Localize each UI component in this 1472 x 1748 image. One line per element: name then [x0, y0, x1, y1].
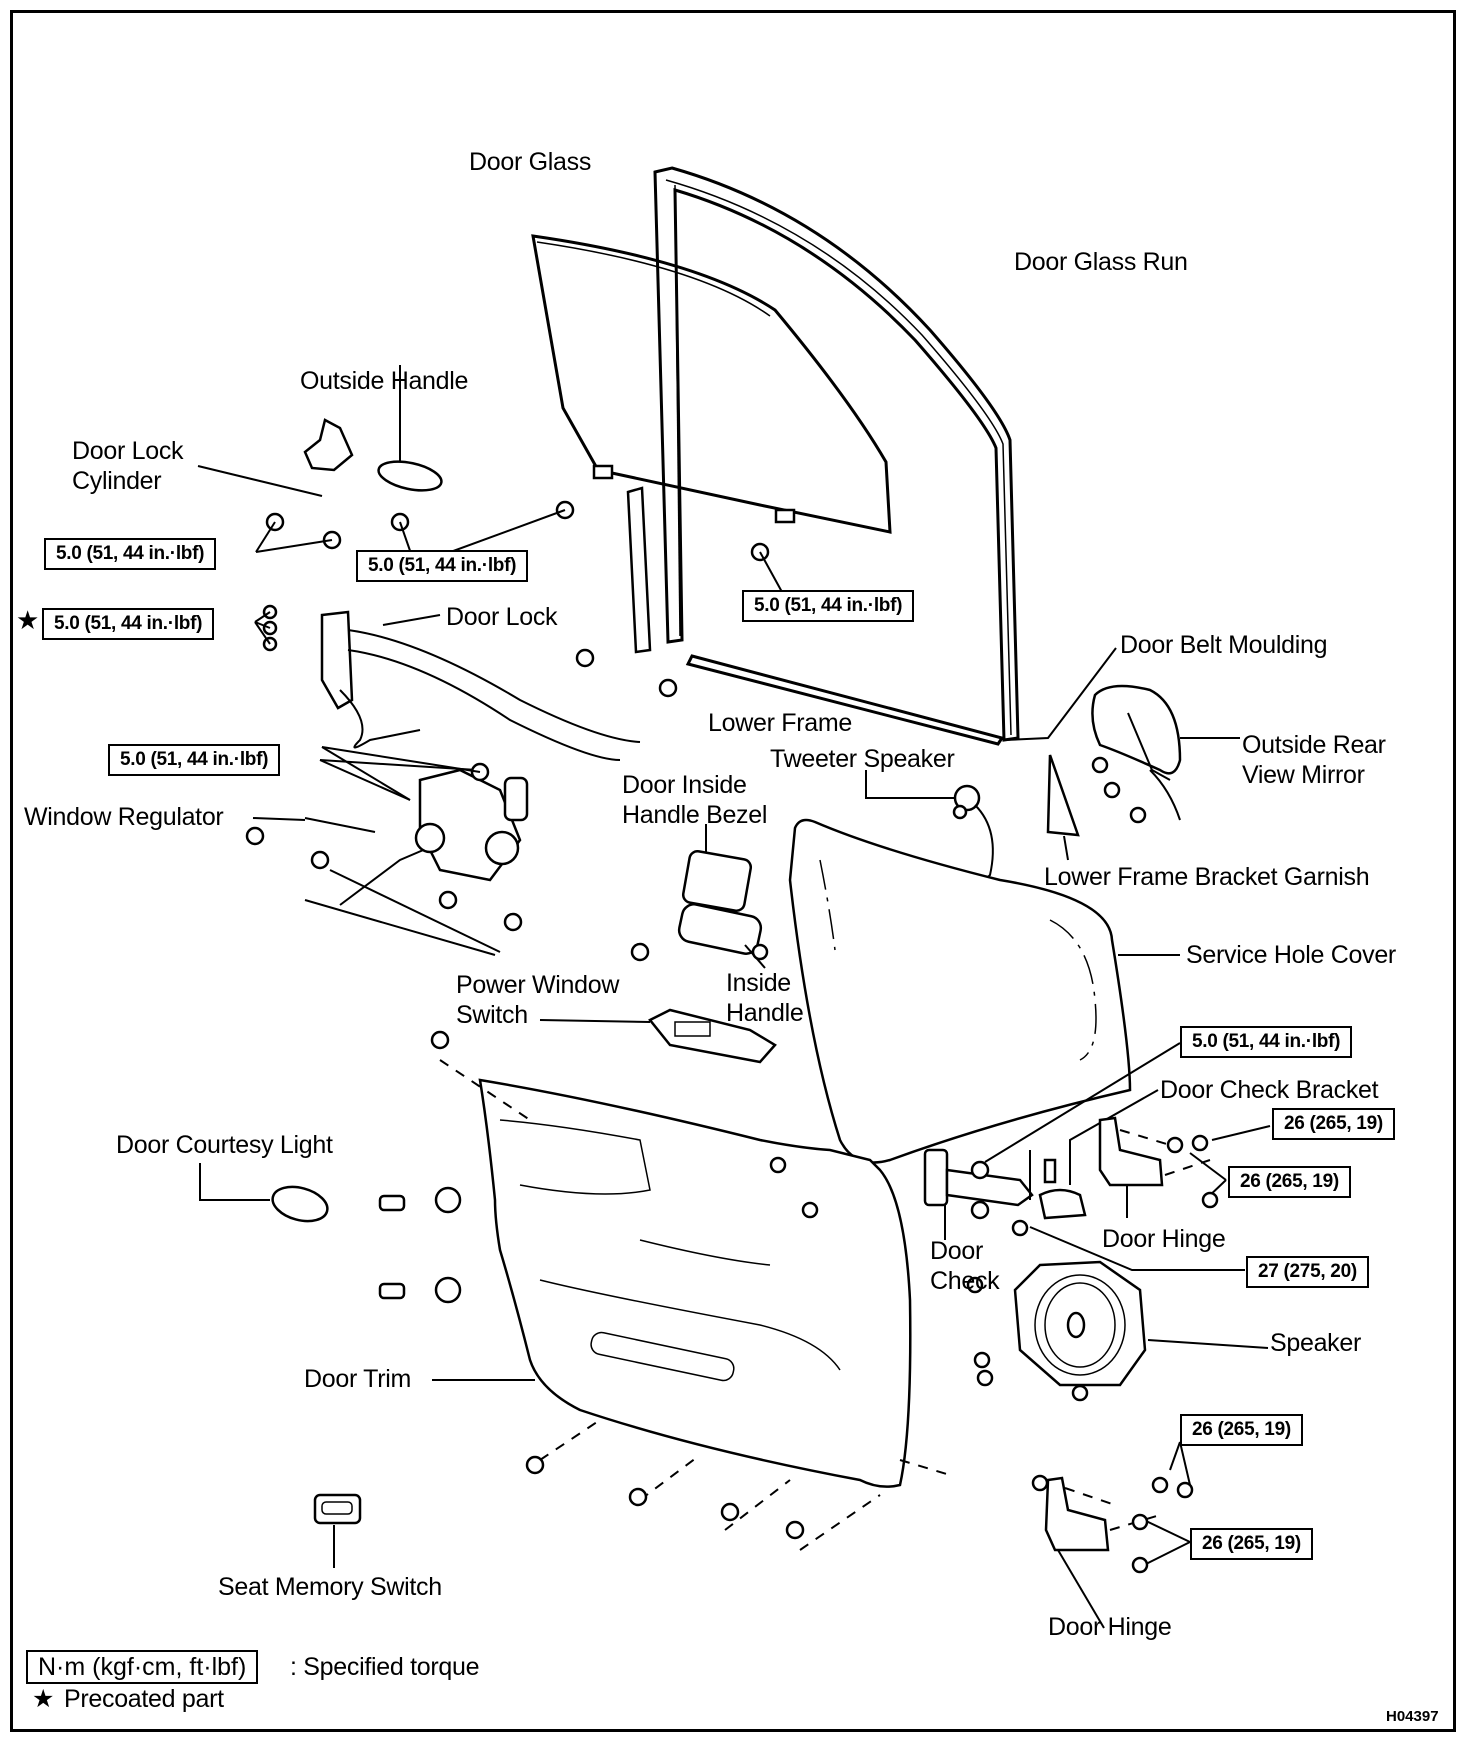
- legend-star-icon: ★: [32, 1685, 55, 1713]
- label-door-check: Door Check: [930, 1237, 1000, 1295]
- door-glass-part: [531, 234, 892, 534]
- door-courtesy-light-part: [271, 1185, 462, 1304]
- torque-upper-hinge-body: 26 (265, 19): [1272, 1108, 1395, 1140]
- legend-precoated-part: Precoated part: [64, 1685, 224, 1713]
- torque-lower-hinge-door: 26 (265, 19): [1190, 1528, 1313, 1560]
- door-glass-run-part: [653, 166, 1020, 742]
- legend-torque-description: : Specified torque: [290, 1653, 480, 1681]
- torque-outside-handle: 5.0 (51, 44 in.·lbf): [356, 550, 529, 582]
- label-door-glass-run: Door Glass Run: [1014, 248, 1188, 276]
- tweeter-speaker-part: [953, 784, 994, 881]
- label-door-lock-cylinder: Door Lock Cylinder: [72, 437, 184, 495]
- label-door-courtesy-light: Door Courtesy Light: [116, 1131, 333, 1159]
- inside-handle-bezel-part: [681, 850, 753, 912]
- label-outside-rear-view-mirror: Outside Rear View Mirror: [1242, 731, 1386, 789]
- window-regulator-part: [304, 768, 529, 956]
- torque-door-check: 5.0 (51, 44 in.·lbf): [1180, 1026, 1353, 1058]
- label-lower-frame-bracket-garnish: Lower Frame Bracket Garnish: [1044, 863, 1370, 891]
- lower-frame-bracket-garnish-part: [1046, 754, 1080, 837]
- torque-door-glass: 5.0 (51, 44 in.·lbf): [742, 590, 915, 622]
- inside-handle-part: [677, 903, 763, 955]
- figure-code: H04397: [1386, 1708, 1439, 1725]
- door-check-part: [923, 1148, 1034, 1220]
- torque-check-bracket: 27 (275, 20): [1246, 1256, 1369, 1288]
- label-door-glass: Door Glass: [469, 148, 592, 176]
- torque-lower-hinge-body: 26 (265, 19): [1180, 1414, 1303, 1446]
- door-lock-cylinder-part: [303, 418, 354, 472]
- door-lock-part: [320, 610, 641, 761]
- bolts: [245, 500, 1219, 1574]
- label-service-hole-cover: Service Hole Cover: [1186, 941, 1396, 969]
- label-door-lock: Door Lock: [446, 603, 558, 631]
- outside-handle-part: [377, 460, 443, 492]
- torque-window-regulator: 5.0 (51, 44 in.·lbf): [108, 744, 281, 776]
- door-check-bracket-part: [1038, 1158, 1087, 1220]
- torque-upper-hinge-door: 26 (265, 19): [1228, 1166, 1351, 1198]
- upper-door-hinge-part: [1098, 1116, 1164, 1187]
- label-door-hinge-lower: Door Hinge: [1048, 1613, 1172, 1641]
- diagram-frame: [10, 10, 1456, 1732]
- lower-frame-part: [626, 486, 1005, 746]
- label-speaker: Speaker: [1270, 1329, 1362, 1357]
- outside-rear-view-mirror-part: [1091, 684, 1182, 821]
- label-door-check-bracket: Door Check Bracket: [1160, 1076, 1379, 1104]
- label-inside-handle: Inside Handle: [726, 969, 804, 1027]
- label-lower-frame: Lower Frame: [708, 709, 852, 737]
- label-seat-memory-switch: Seat Memory Switch: [218, 1573, 442, 1601]
- label-door-trim: Door Trim: [304, 1365, 412, 1393]
- lower-door-hinge-part: [1044, 1476, 1110, 1552]
- label-door-belt-moulding: Door Belt Moulding: [1120, 631, 1328, 659]
- torque-door-lock: 5.0 (51, 44 in.·lbf): [42, 608, 215, 640]
- label-door-hinge-upper: Door Hinge: [1102, 1225, 1226, 1253]
- legend-torque-unit: N·m (kgf·cm, ft·lbf): [26, 1650, 259, 1684]
- door-trim-part: [478, 1078, 912, 1488]
- label-window-regulator: Window Regulator: [24, 803, 224, 831]
- seat-memory-switch-part: [313, 1493, 362, 1525]
- label-outside-handle: Outside Handle: [300, 367, 469, 395]
- power-window-switch-part: [648, 1008, 777, 1064]
- label-tweeter-speaker: Tweeter Speaker: [770, 745, 955, 773]
- speaker-part: [1013, 1260, 1147, 1387]
- torque-lock-cylinder: 5.0 (51, 44 in.·lbf): [44, 538, 217, 570]
- label-power-window-switch: Power Window Switch: [456, 971, 620, 1029]
- service-hole-cover-part: [788, 818, 1132, 1164]
- precoated-star-icon: ★: [16, 605, 40, 635]
- label-door-inside-handle-bezel: Door Inside Handle Bezel: [622, 771, 768, 829]
